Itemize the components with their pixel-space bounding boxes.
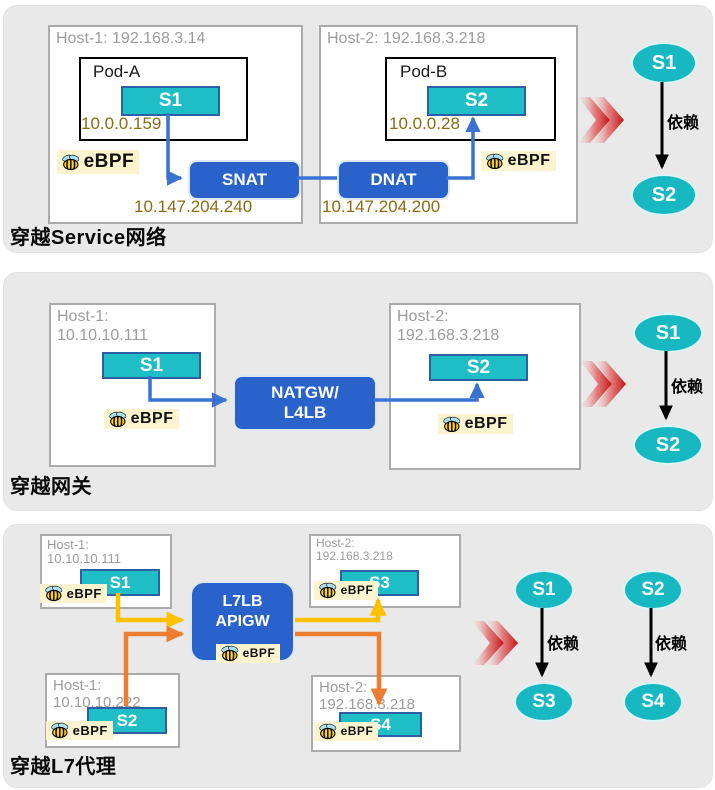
snat-ip: 10.147.204.240 — [134, 197, 253, 216]
host-name: Host-1: — [57, 308, 109, 325]
bee-icon — [62, 154, 80, 170]
service-s2-box: S2 — [429, 354, 528, 381]
host-name: Host-2: — [397, 308, 449, 325]
service-s1-box: S1 — [102, 352, 201, 379]
service-s2-box: S2 — [427, 86, 526, 116]
ebpf-logo: eBPF — [57, 150, 140, 174]
dnat-label: DNAT — [370, 170, 417, 189]
host-label: Host-2: 192.168.3.218 — [319, 679, 415, 713]
dep-node-s4: S4 — [623, 682, 683, 722]
ebpf-logo: eBPF — [314, 581, 379, 600]
dep-node-label: S1 — [655, 321, 681, 344]
service-s1-box: S1 — [121, 86, 220, 116]
host-label: Host-1: 192.168.3.14 — [56, 30, 206, 47]
dep-node-s1: S1 — [631, 42, 697, 84]
host-label: Host-1: 10.10.10.222 — [53, 677, 141, 711]
host-label: Host-2: 192.168.3.218 — [327, 30, 486, 47]
host-label: Host-2: 192.168.3.218 — [397, 307, 499, 345]
host-ip: 10.10.10.111 — [47, 551, 121, 566]
natgw-box: NATGW/ L4LB — [233, 375, 377, 431]
dep-node-label: S1 — [532, 579, 556, 600]
ebpf-logo-text: eBPF — [66, 585, 102, 601]
bee-icon — [319, 723, 337, 740]
dep-node-label: S3 — [532, 691, 556, 712]
host-label: Host-2: 192.168.3.218 — [316, 537, 393, 563]
dep-node-label: S4 — [641, 691, 665, 712]
service-label: S1 — [139, 354, 164, 376]
ebpf-logo-text: eBPF — [83, 151, 135, 172]
panel-title: 穿越Service网络 — [10, 227, 167, 249]
dep-node-s1: S1 — [633, 313, 703, 353]
snat-box: SNAT — [188, 160, 301, 200]
ebpf-logo-text: eBPF — [464, 415, 508, 432]
host-label: Host-1: 10.10.10.111 — [47, 538, 121, 566]
bee-icon — [486, 153, 504, 169]
ebpf-logo-text: eBPF — [242, 646, 276, 661]
ebpf-logo: eBPF — [46, 721, 113, 740]
dependency-label: 依赖 — [667, 115, 700, 132]
ebpf-logo-text: eBPF — [130, 410, 174, 427]
l7lb-label-line1: L7LB — [222, 593, 263, 610]
host-ip: 192.168.3.218 — [316, 549, 393, 563]
natgw-label-line1: NATGW/ — [271, 383, 339, 402]
pod-name: Pod-A — [93, 62, 141, 81]
snat-label: SNAT — [221, 170, 267, 189]
pod-ip: 10.0.0.159 — [81, 114, 162, 133]
ebpf-logo: eBPF — [40, 584, 107, 603]
ebpf-logo-text: eBPF — [340, 583, 374, 598]
ebpf-logo: eBPF — [216, 644, 281, 663]
pod-ip: 10.0.0.28 — [389, 114, 460, 133]
bee-icon — [45, 585, 63, 602]
natgw-label-line2: L4LB — [283, 403, 327, 422]
service-label: S1 — [109, 572, 131, 592]
ebpf-logo-text: eBPF — [340, 724, 374, 739]
dep-node-label: S1 — [651, 51, 677, 74]
host-label: Host-1: 10.10.10.111 — [57, 307, 148, 345]
host-ip: 10.10.10.222 — [53, 694, 141, 711]
dependency-label: 依赖 — [671, 379, 704, 396]
dep-node-s2: S2 — [633, 425, 703, 465]
dep-node-label: S2 — [651, 183, 677, 206]
ebpf-logo: eBPF — [104, 409, 179, 429]
ebpf-logo-text: eBPF — [507, 152, 551, 169]
bee-icon — [443, 416, 461, 432]
panel-title: 穿越L7代理 — [10, 756, 117, 778]
ebpf-logo-text: eBPF — [72, 722, 108, 738]
bee-icon — [221, 645, 239, 662]
dep-node-label: S2 — [641, 579, 665, 600]
ebpf-logo: eBPF — [481, 151, 556, 171]
dep-node-s2: S2 — [631, 174, 697, 216]
dnat-ip: 10.147.204.200 — [322, 197, 441, 216]
host-name: Host-1: — [47, 537, 89, 552]
host-name: Host-2: — [319, 679, 368, 696]
service-label: S2 — [466, 356, 491, 378]
host-name: Host-2: — [316, 536, 355, 550]
ebpf-logo: eBPF — [438, 414, 513, 434]
pod-name: Pod-B — [400, 62, 448, 81]
dependency-label: 依赖 — [547, 636, 580, 653]
dnat-box: DNAT — [337, 160, 450, 200]
host-ip: 192.168.3.218 — [319, 696, 415, 713]
dep-node-label: S2 — [655, 433, 681, 456]
panel-title: 穿越网关 — [10, 476, 92, 498]
bee-icon — [109, 411, 127, 427]
service-label: S2 — [116, 710, 138, 730]
dep-node-s2: S2 — [623, 570, 683, 610]
dependency-label: 依赖 — [655, 636, 688, 653]
bee-icon — [319, 582, 337, 599]
dep-node-s1: S1 — [514, 570, 574, 610]
l7lb-label-line2: APIGW — [215, 613, 270, 630]
service-label: S2 — [464, 90, 489, 111]
host-ip: 10.10.10.111 — [57, 327, 149, 344]
dep-node-s3: S3 — [514, 682, 574, 722]
host-name: Host-1: — [53, 677, 102, 694]
service-label: S1 — [158, 90, 183, 111]
host-ip: 192.168.3.218 — [397, 327, 500, 344]
bee-icon — [51, 722, 69, 739]
ebpf-logo: eBPF — [314, 722, 379, 741]
